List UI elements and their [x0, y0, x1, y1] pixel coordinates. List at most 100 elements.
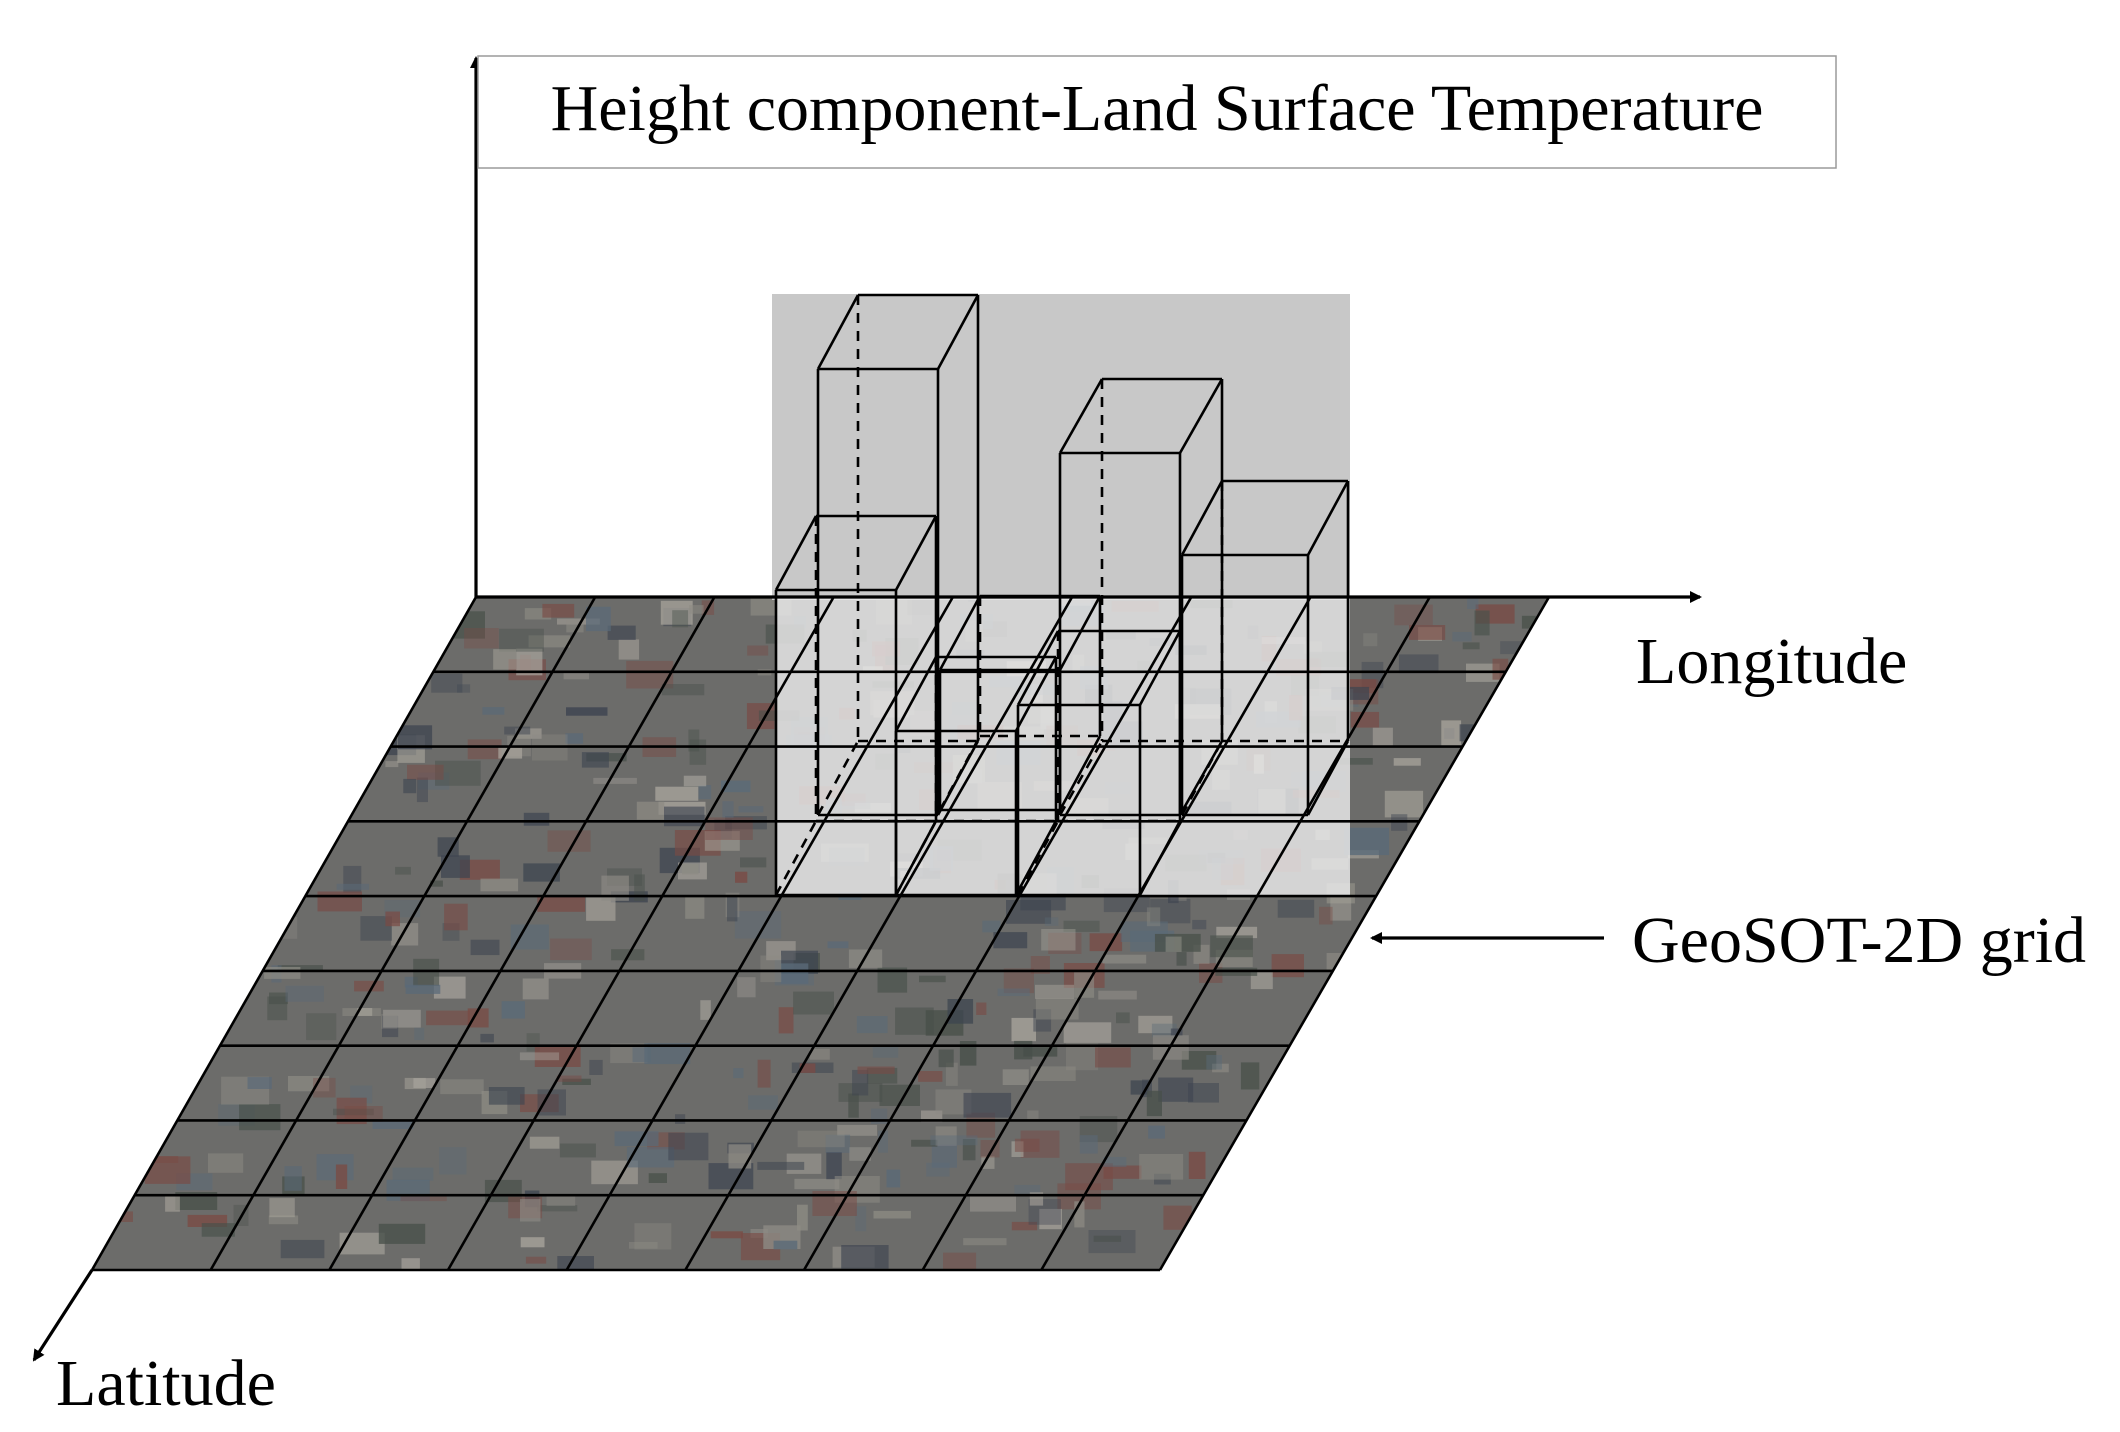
imagery-patch	[1146, 1090, 1162, 1117]
box-hidden-edge	[1180, 740, 1224, 816]
imagery-patch	[467, 739, 502, 760]
imagery-patch	[728, 1144, 752, 1169]
imagery-patch	[757, 1059, 771, 1088]
box-edge	[1058, 595, 1102, 671]
box-edge	[1178, 378, 1224, 454]
imagery-patch	[1014, 1040, 1033, 1060]
imagery-patch	[267, 996, 288, 1021]
imagery-patch	[735, 871, 748, 883]
imagery-patch	[959, 1041, 977, 1066]
imagery-patch	[849, 1147, 871, 1161]
imagery-patch	[1474, 610, 1490, 636]
imagery-patch	[1170, 1028, 1183, 1036]
imagery-patch	[581, 752, 609, 768]
imagery-patch	[313, 1077, 336, 1098]
imagery-patch	[1044, 917, 1059, 926]
imagery-patch	[1165, 936, 1182, 952]
imagery-patch	[794, 1178, 840, 1190]
imagery-patch	[524, 608, 552, 620]
imagery-patch	[1210, 935, 1253, 958]
imagery-patch	[722, 801, 734, 819]
imagery-patch	[1079, 1135, 1098, 1154]
imagery-patch	[520, 1199, 541, 1222]
imagery-patch	[357, 1008, 373, 1016]
imagery-patch	[239, 1104, 281, 1131]
imagery-patch	[1002, 1069, 1029, 1085]
box-edge	[894, 656, 938, 732]
imagery-patch	[383, 1009, 421, 1028]
latitude-label: Latitude	[56, 1347, 276, 1420]
imagery-patch	[457, 684, 471, 693]
imagery-patch	[522, 978, 549, 1000]
grid-col-line	[921, 596, 1312, 1271]
imagery-patch	[911, 1139, 938, 1147]
imagery-patch	[440, 1079, 484, 1095]
imagery-patch	[793, 991, 834, 1015]
imagery-patch	[395, 866, 411, 875]
imagery-patch	[537, 896, 586, 912]
imagery-patch	[1271, 954, 1304, 978]
imagery-patch	[519, 1052, 560, 1061]
imagery-patch	[1027, 1110, 1039, 1119]
imagery-patch	[426, 1010, 470, 1026]
imagery-patch	[827, 941, 849, 949]
box-edge	[938, 595, 982, 671]
imagery-patch	[945, 1062, 958, 1086]
imagery-patch	[837, 1124, 878, 1136]
grid-col-line	[1040, 596, 1431, 1271]
imagery-patch	[826, 1152, 842, 1180]
imagery-patch	[1462, 642, 1480, 650]
imagery-patch	[1158, 1077, 1194, 1102]
imagery-patch	[392, 1167, 434, 1181]
imagery-patch	[391, 923, 419, 946]
imagery-patch	[1023, 1047, 1058, 1057]
imagery-patch	[614, 1131, 659, 1147]
imagery-patch	[559, 1143, 596, 1158]
imagery-patch	[1277, 899, 1315, 918]
imagery-patch	[1441, 720, 1462, 746]
imagery-patch	[593, 777, 637, 784]
imagery-patch	[700, 1000, 711, 1020]
height-box	[816, 293, 980, 817]
imagery-patch	[470, 939, 500, 956]
imagery-patch	[1011, 1221, 1038, 1231]
imagery-patch	[930, 1135, 978, 1146]
imagery-patch	[1319, 906, 1333, 925]
imagery-patch	[550, 938, 592, 961]
imagery-patch	[629, 1242, 658, 1249]
imagery-patch	[1344, 827, 1390, 856]
imagery-patch	[528, 635, 571, 648]
height-axis-label-box	[477, 55, 1837, 169]
grid-col-line	[684, 596, 1074, 1271]
imagery-patch	[982, 920, 1001, 933]
imagery-patch	[400, 1194, 447, 1202]
imagery-patch	[1139, 1154, 1184, 1180]
imagery-patch	[872, 1045, 899, 1058]
imagery-patch	[557, 1256, 594, 1270]
box-edge	[936, 294, 980, 370]
imagery-patch	[1035, 984, 1075, 999]
imagery-patch	[385, 761, 399, 768]
imagery-patch	[931, 1144, 957, 1168]
imagery-patch	[385, 911, 400, 927]
imagery-patch	[480, 1033, 494, 1043]
imagery-patch	[493, 649, 517, 670]
imagery-patch	[510, 924, 549, 950]
box-edge	[1138, 820, 1182, 896]
imagery-patch	[856, 1016, 888, 1034]
imagery-patch	[208, 1153, 244, 1173]
imagery-patch	[1074, 972, 1095, 998]
imagery-patch	[1163, 1205, 1192, 1230]
imagery-patch	[401, 1258, 420, 1270]
imagery-patch	[1188, 1151, 1206, 1179]
imagery-patch	[467, 1008, 489, 1028]
imagery-patch	[586, 606, 611, 632]
imagery-patch	[529, 1136, 560, 1149]
imagery-patch	[1240, 1062, 1260, 1090]
imagery-patch	[354, 980, 384, 992]
imagery-patch	[556, 1075, 582, 1082]
imagery-patch	[525, 1256, 547, 1264]
imagery-patch	[644, 1043, 691, 1065]
imagery-patch	[1146, 907, 1161, 927]
box-edge	[1180, 480, 1224, 556]
